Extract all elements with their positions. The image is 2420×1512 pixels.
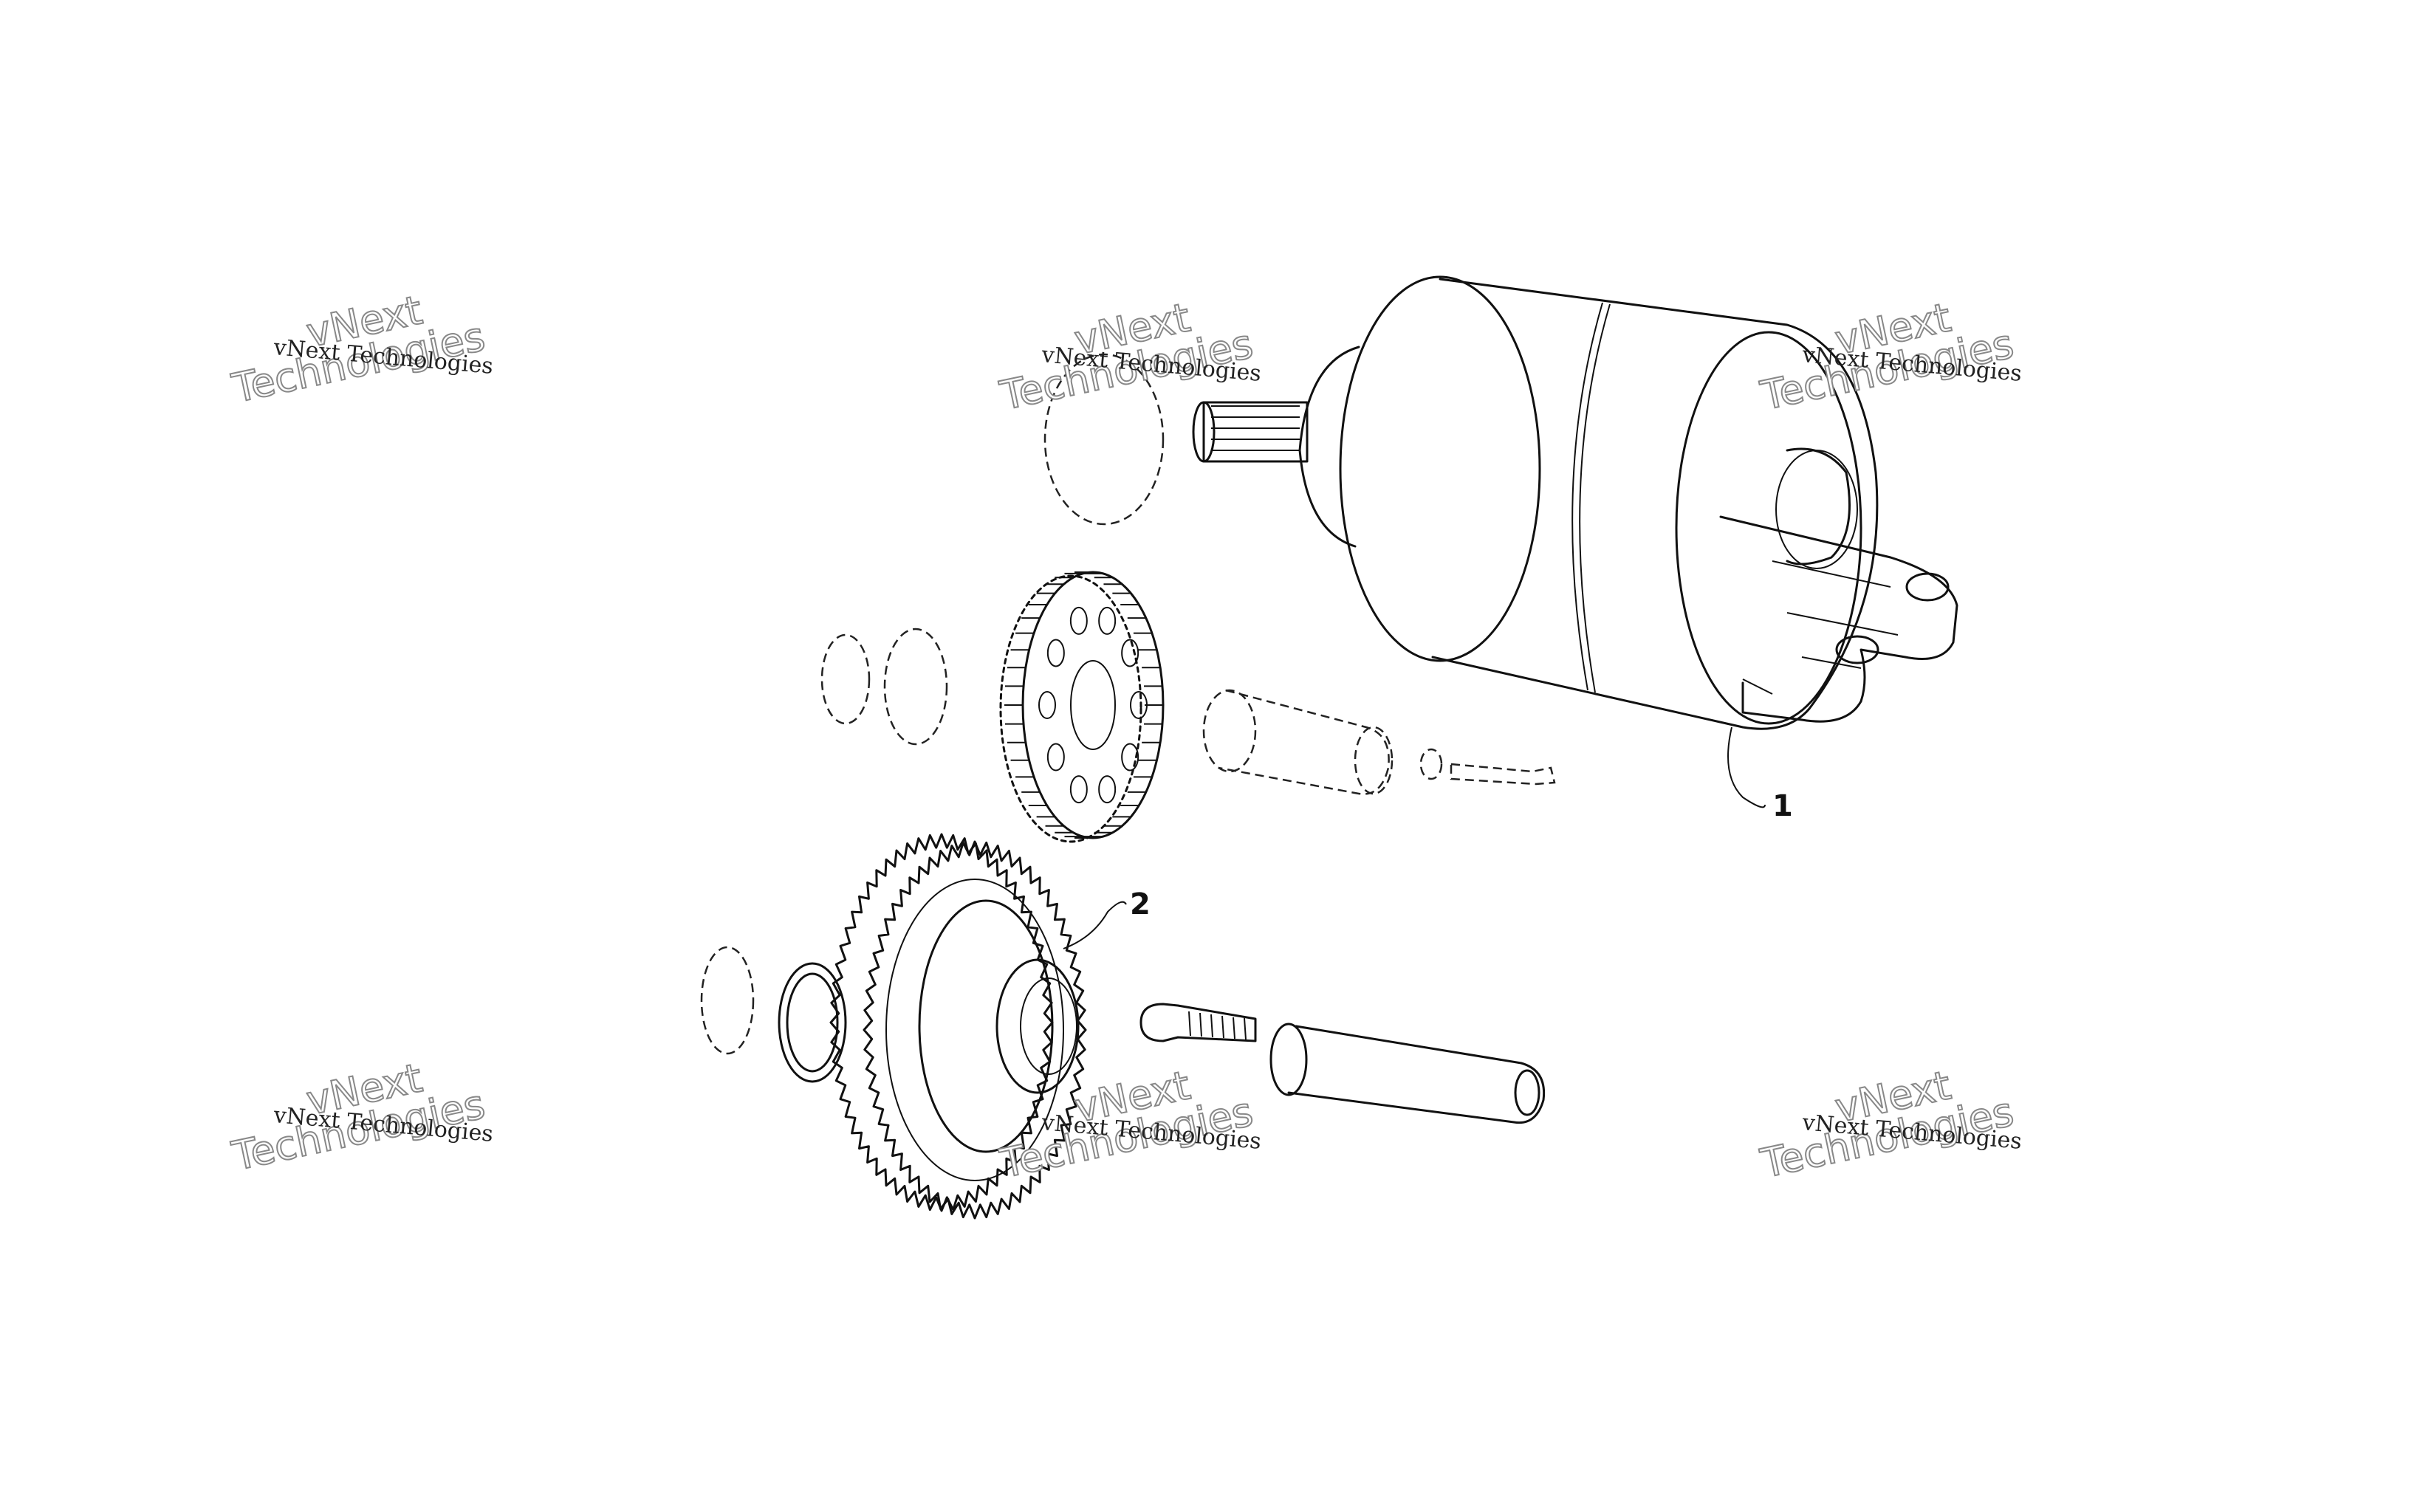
motor-flange-hole-upper bbox=[1905, 572, 1950, 602]
upper-gear-assembly bbox=[820, 571, 1556, 843]
upper-washer bbox=[883, 628, 948, 746]
lower-washer bbox=[778, 962, 847, 1083]
callout-1: 1 bbox=[1772, 789, 1793, 823]
motor-front-seal bbox=[1298, 346, 1360, 548]
gear-hole bbox=[1046, 743, 1065, 772]
idler-gear-rear-teeth bbox=[829, 833, 1054, 1212]
gear-hole bbox=[1038, 691, 1056, 719]
gear-hole bbox=[1069, 775, 1088, 804]
motor-mounting-flange bbox=[1719, 515, 1958, 723]
upper-gear-hub bbox=[1070, 660, 1116, 750]
upper-reduction-gear-face bbox=[1021, 571, 1165, 839]
callout-2: 2 bbox=[1130, 887, 1151, 921]
lower-gear-assembly: 2 bbox=[700, 833, 1546, 1220]
upper-gear-holes bbox=[1004, 571, 1163, 839]
upper-reduction-gear bbox=[999, 574, 1142, 843]
lower-pin bbox=[1287, 1025, 1546, 1124]
callout-2-leader bbox=[1063, 901, 1127, 949]
motor-shaft bbox=[1202, 401, 1309, 463]
gear-hole bbox=[1130, 691, 1148, 719]
lower-circlip bbox=[700, 946, 755, 1055]
callout-1-leader bbox=[1727, 726, 1766, 808]
motor-front-cap bbox=[1339, 275, 1541, 662]
upper-small-washer bbox=[1419, 748, 1443, 780]
gear-hole bbox=[1098, 775, 1117, 804]
gear-hole bbox=[1069, 606, 1088, 635]
upper-bolt bbox=[1450, 763, 1556, 786]
lower-pin-bore bbox=[1514, 1069, 1540, 1116]
lower-bolt bbox=[1139, 1003, 1257, 1042]
upper-sleeve-end bbox=[1202, 689, 1257, 773]
motor-flange-hole-lower bbox=[1835, 635, 1879, 664]
idler-gear-teeth bbox=[863, 840, 1087, 1220]
lower-pin-end bbox=[1269, 1023, 1308, 1096]
gear-hole bbox=[1121, 743, 1139, 772]
motor-rear-cap bbox=[1675, 331, 1862, 725]
idler-gear-web bbox=[885, 879, 1064, 1181]
motor-band-line bbox=[1571, 302, 1611, 693]
idler-gear-hub bbox=[995, 958, 1080, 1094]
upper-sleeve-bore bbox=[1354, 726, 1394, 795]
upper-circlip bbox=[820, 633, 871, 725]
motor-rear-boss-face bbox=[1775, 450, 1858, 569]
o-ring-dashed bbox=[1043, 353, 1165, 526]
gear-hole bbox=[1046, 639, 1065, 667]
starter-idler-gear bbox=[829, 833, 1087, 1220]
lower-bolt-thread bbox=[1188, 1011, 1247, 1040]
gear-hole bbox=[1121, 639, 1139, 667]
upper-sleeve bbox=[1218, 689, 1390, 795]
idler-gear-small-pinion bbox=[918, 899, 1054, 1153]
starter-motor: 1 bbox=[1192, 275, 1958, 823]
motor-shaft-end bbox=[1192, 401, 1216, 463]
motor-body bbox=[1431, 278, 1879, 730]
gear-hole bbox=[1098, 606, 1117, 635]
motor-shaft-splines bbox=[1211, 405, 1300, 451]
idler-gear-bore bbox=[1020, 977, 1077, 1075]
motor-flange-detail bbox=[1742, 560, 1899, 695]
motor-rear-boss bbox=[1786, 447, 1851, 566]
lower-washer-inner bbox=[786, 972, 839, 1073]
